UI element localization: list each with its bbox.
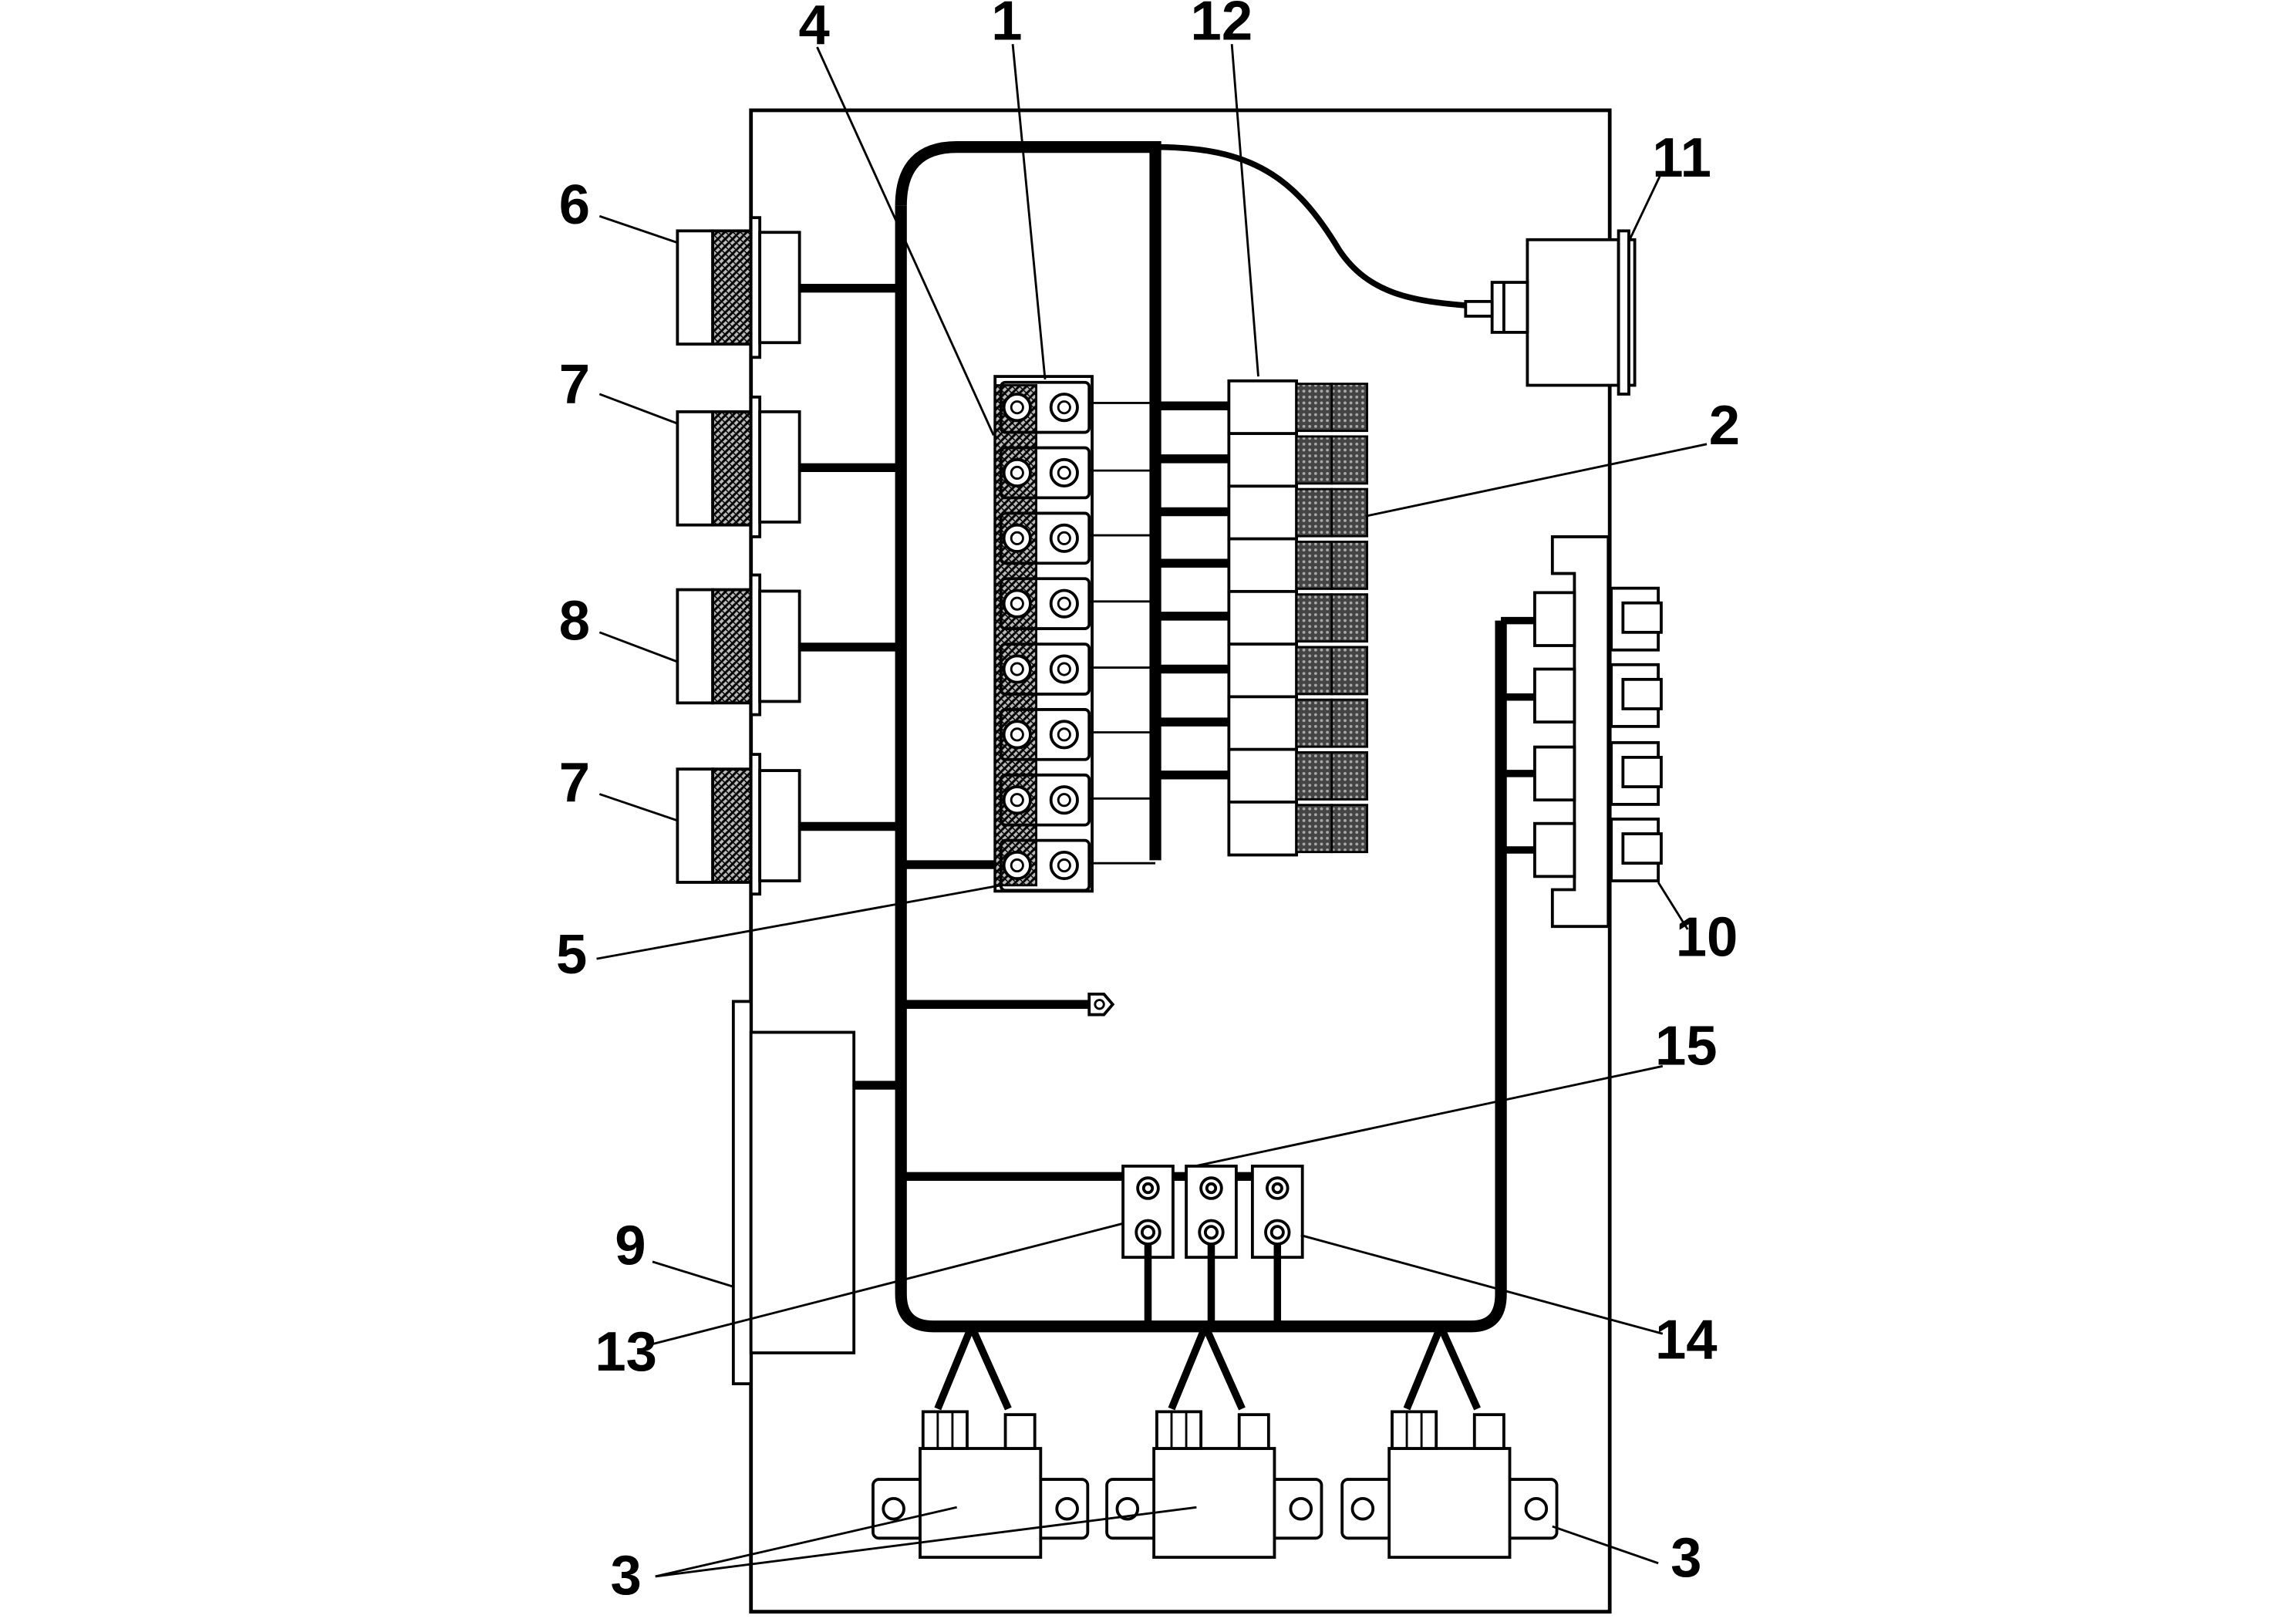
callout-3-right: 3 xyxy=(1671,1526,1701,1589)
connector-7-lower xyxy=(676,753,801,896)
relay-1 xyxy=(1227,379,1369,436)
callout-labels: 1 4 12 11 6 7 2 8 7 10 5 15 9 13 14 3 3 xyxy=(556,0,1740,1607)
relay-6 xyxy=(1227,642,1369,699)
connector-8 xyxy=(676,573,801,717)
terminal-wires xyxy=(1144,1243,1282,1327)
callout-14: 14 xyxy=(1655,1309,1718,1371)
relay-3 xyxy=(1227,484,1369,541)
fuse-relay-wires xyxy=(1089,401,1156,865)
sensor-cable xyxy=(1155,143,1489,309)
callout-7-upper: 7 xyxy=(559,352,590,415)
relay-5 xyxy=(1227,589,1369,646)
fuse-7 xyxy=(999,773,1091,827)
relay-4 xyxy=(1227,537,1369,594)
harness-top xyxy=(895,141,1161,861)
power-relay-2 xyxy=(1105,1324,1323,1560)
relay-8 xyxy=(1227,747,1369,804)
fuse-block xyxy=(993,375,1094,893)
relay-7 xyxy=(1227,695,1369,751)
power-relay-3 xyxy=(1340,1324,1559,1560)
power-relay-1 xyxy=(872,1324,1090,1560)
connector-bank-10 xyxy=(1533,535,1663,929)
callout-3-left: 3 xyxy=(611,1544,642,1607)
callout-7-lower: 7 xyxy=(559,751,590,814)
fuse-8 xyxy=(999,838,1091,892)
fuse-1 xyxy=(999,380,1091,434)
connector-bank-wires xyxy=(1501,616,1535,854)
callout-15: 15 xyxy=(1655,1014,1718,1077)
callout-10: 10 xyxy=(1676,905,1738,968)
relay-9 xyxy=(1227,800,1369,857)
fuse-2 xyxy=(999,446,1091,500)
bottom-relays xyxy=(872,1324,1559,1560)
callout-2: 2 xyxy=(1709,394,1740,457)
leader-lines xyxy=(596,44,1708,1578)
callout-12: 12 xyxy=(1191,0,1253,52)
relay-branches xyxy=(1155,401,1229,780)
left-connectors xyxy=(676,216,801,896)
callout-11: 11 xyxy=(1652,126,1711,189)
callout-8: 8 xyxy=(559,589,590,652)
callout-5: 5 xyxy=(556,923,587,986)
callout-13: 13 xyxy=(595,1320,657,1383)
ground-stud xyxy=(1087,992,1115,1017)
fuse-6 xyxy=(999,708,1091,761)
relay-bank xyxy=(1227,379,1369,857)
callout-1: 1 xyxy=(991,0,1022,52)
callout-4: 4 xyxy=(799,0,830,56)
callout-6: 6 xyxy=(559,174,590,236)
control-module-9 xyxy=(731,1000,856,1386)
callout-9: 9 xyxy=(615,1215,646,1277)
main-harness xyxy=(895,205,1507,1333)
connector-6 xyxy=(676,216,801,359)
fuse-3 xyxy=(999,511,1091,565)
fuse-5 xyxy=(999,642,1091,696)
panel-connector-11 xyxy=(1464,229,1637,396)
connector-7-upper xyxy=(676,395,801,538)
fuse-4 xyxy=(999,577,1091,630)
relay-2 xyxy=(1227,432,1369,488)
terminal-blocks xyxy=(1121,1165,1304,1259)
left-branches xyxy=(799,283,1281,1182)
